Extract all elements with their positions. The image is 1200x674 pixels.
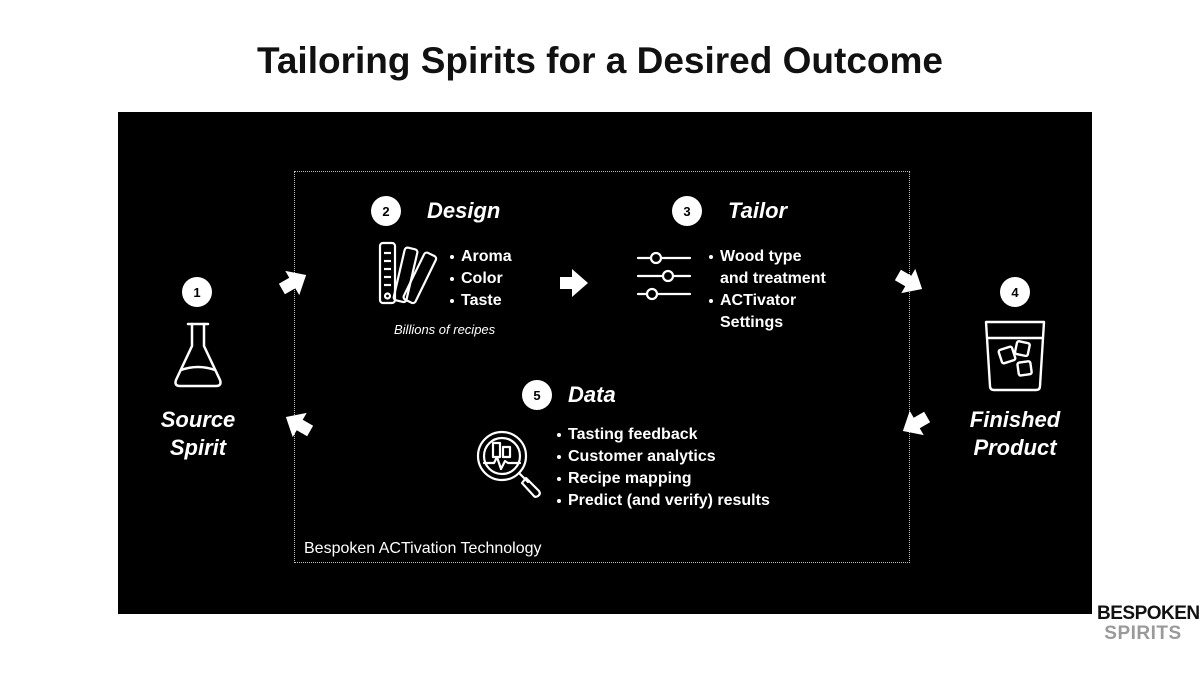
data-bullet: Tasting feedback	[556, 424, 770, 446]
arrow-1-to-2	[278, 270, 307, 296]
design-bullet: Color	[449, 268, 512, 290]
tailor-title: Tailor	[728, 198, 788, 223]
arrow-2-to-3	[560, 269, 588, 297]
bespoken-spirits-logo: BESPOKEN SPIRITS	[1097, 603, 1200, 644]
diagram-panel: Bespoken ACTivation Technology 1 Source …	[118, 112, 1092, 614]
data-bullets: Tasting feedback Customer analytics Reci…	[556, 424, 770, 512]
data-bullet: Predict (and verify) results	[556, 490, 770, 512]
activation-technology-frame	[294, 171, 910, 563]
design-title: Design	[427, 198, 501, 223]
arrow-3-to-4	[894, 268, 923, 294]
data-bullet: Recipe mapping	[556, 468, 770, 490]
design-bullet: Aroma	[449, 246, 512, 268]
design-caption: Billions of recipes	[394, 322, 496, 337]
step-3-number: 3	[672, 196, 702, 226]
finished-product-label: Finished Product	[969, 407, 1061, 460]
step-4-number: 4	[1000, 277, 1030, 307]
data-bullet: Customer analytics	[556, 446, 770, 468]
data-title: Data	[568, 382, 616, 407]
arrow-4-to-5	[902, 410, 931, 436]
step-2-number: 2	[371, 196, 401, 226]
swatch-fan-icon	[378, 241, 438, 305]
step-1-number: 1	[182, 277, 212, 307]
flask-icon	[174, 322, 222, 388]
step-5-number: 5	[522, 380, 552, 410]
page-title: Tailoring Spirits for a Desired Outcome	[257, 40, 943, 81]
magnifier-chart-icon	[476, 430, 541, 498]
glass-with-ice-icon	[984, 320, 1046, 392]
arrow-5-to-1	[285, 412, 314, 438]
frame-label: Bespoken ACTivation Technology	[304, 540, 542, 557]
design-bullet: Taste	[449, 290, 512, 312]
design-bullets: Aroma Color Taste	[449, 246, 512, 312]
sliders-icon	[636, 251, 692, 301]
source-spirit-label: Source Spirit	[160, 407, 236, 460]
